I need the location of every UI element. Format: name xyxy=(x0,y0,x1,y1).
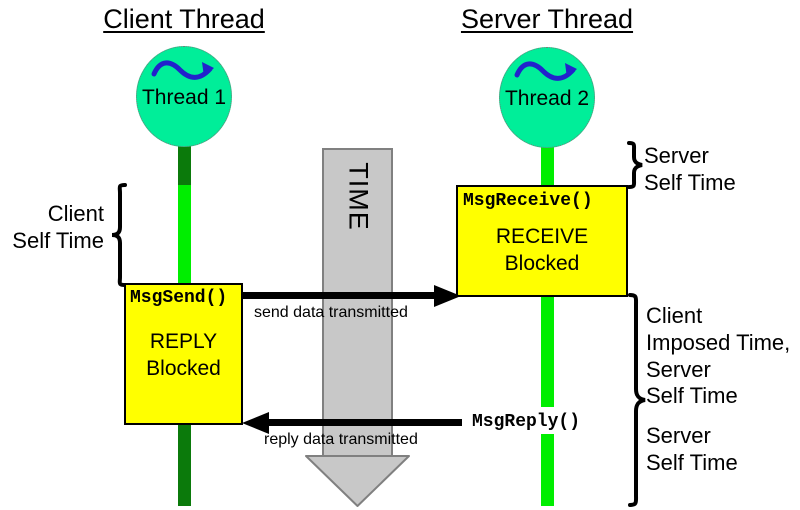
right-arrow-icon xyxy=(434,285,461,307)
client-lifeline-active-upper xyxy=(178,185,191,284)
client-thread-title: Client Thread xyxy=(103,4,265,34)
server-msgreceive-state-line1: RECEIVE xyxy=(495,225,589,248)
server-msgreceive-function-label: MsgReceive() xyxy=(463,191,593,211)
curly-brace-icon xyxy=(627,141,643,189)
client-lifeline-dark-upper xyxy=(178,140,191,185)
server-lifeline-upper xyxy=(541,142,554,188)
server-msgreceive-state-line2: Blocked xyxy=(504,252,580,275)
send-message-arrow-shaft xyxy=(243,292,441,299)
server-lifeline-middle xyxy=(541,297,554,407)
time-arrow-shaft xyxy=(322,148,393,458)
server-thread-title: Server Thread xyxy=(460,4,634,34)
thread-squiggle-icon xyxy=(151,60,214,80)
reply-message-arrow-shaft xyxy=(265,419,462,426)
client-msgsend-state-line1: REPLY xyxy=(149,330,218,353)
client-self-time-label: Client Self Time xyxy=(12,201,104,253)
server-self-time-top-label: Server Self Time xyxy=(644,143,736,195)
client-msgsend-box xyxy=(124,283,243,425)
curly-brace-icon xyxy=(628,293,646,507)
curly-brace-icon xyxy=(111,183,127,287)
client-thread-label: Thread 1 xyxy=(141,86,227,109)
server-thread-label: Thread 2 xyxy=(504,87,590,110)
server-msgreply-function-label: MsgReply() xyxy=(472,412,581,432)
server-msgreceive-box xyxy=(456,185,628,297)
server-lifeline-lower xyxy=(541,434,554,506)
thread-squiggle-icon xyxy=(514,61,577,81)
server-thread-bubble xyxy=(499,47,595,148)
send-message-label: send data transmitted xyxy=(254,304,408,321)
time-axis-label: TIME xyxy=(343,162,374,231)
reply-message-label: reply data transmitted xyxy=(264,431,418,448)
client-imposed-time-label: Client Imposed Time, Server Self Time xyxy=(646,303,791,409)
client-msgsend-state-line2: Blocked xyxy=(146,357,221,380)
down-arrow-icon xyxy=(305,455,410,507)
left-arrow-icon xyxy=(242,412,269,434)
client-msgsend-function-label: MsgSend() xyxy=(130,288,228,308)
client-lifeline-dark-lower xyxy=(178,424,191,506)
client-thread-bubble xyxy=(136,46,232,147)
server-self-time-bottom-label: Server Self Time xyxy=(646,423,738,475)
